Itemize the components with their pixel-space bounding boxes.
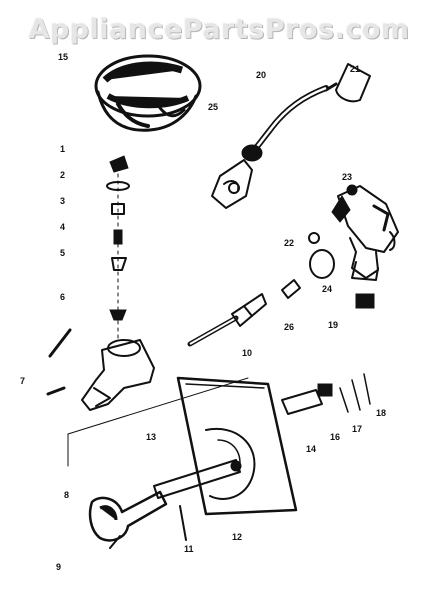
label-nut: 6: [60, 292, 65, 302]
label-handle: 9: [56, 562, 61, 572]
stack-parts: [106, 155, 130, 341]
label-screw-b: 16: [330, 432, 340, 442]
label-arm-flange: 21: [350, 64, 360, 74]
label-shower-head: 25: [208, 102, 218, 112]
label-valve-body: 23: [342, 172, 352, 182]
label-gasket: 22: [284, 238, 294, 248]
valve-body-part: [308, 184, 399, 309]
label-o-ring: 5: [60, 248, 65, 258]
part-labels: 15 20 21 25 23 22 24 26 19 1 2 3 4 5 6 1…: [20, 52, 386, 572]
label-sleeve-tube: 12: [232, 532, 242, 542]
cartridge-body-part: [46, 328, 155, 411]
sleeve-tube-part: [153, 459, 242, 541]
label-shower-arm: 20: [256, 70, 266, 80]
label-washer: 2: [60, 170, 65, 180]
stem-part: [187, 279, 301, 347]
label-spring: 4: [60, 222, 65, 232]
label-cartridge-body: 7: [20, 376, 25, 386]
label-plate: 14: [306, 444, 316, 454]
handle-part: [88, 490, 168, 549]
label-mount-screw: 11: [184, 544, 194, 554]
label-seat: 24: [322, 284, 332, 294]
label-set-screw: 8: [64, 490, 69, 500]
label-button: 18: [376, 408, 386, 418]
label-stem-extension: 26: [284, 322, 294, 332]
label-handle-screw: 13: [146, 432, 156, 442]
label-screw-a: 3: [60, 196, 65, 206]
shower-arm-assembly: [211, 63, 371, 209]
label-handle-insert: 1: [60, 144, 65, 154]
label-escutcheon-sleeve: 15: [58, 52, 68, 62]
label-adapter: 19: [328, 320, 338, 330]
label-stem: 10: [242, 348, 252, 358]
watermark: AppliancePartsPros.com: [28, 14, 410, 45]
escutcheon-sleeve-part: [94, 54, 202, 132]
label-cap: 17: [352, 424, 362, 434]
wall-plate-part: [67, 373, 371, 516]
